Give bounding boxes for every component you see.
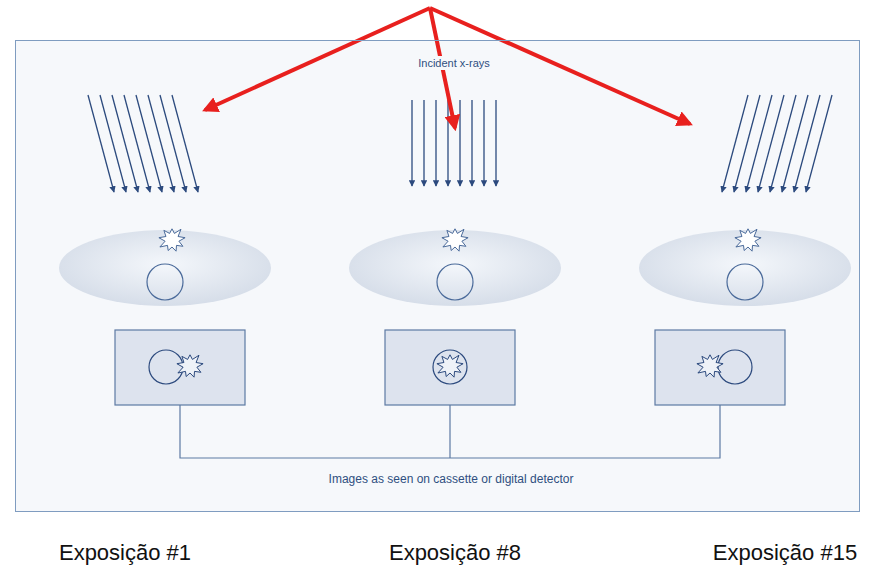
circle-shadow (433, 350, 467, 384)
x-ray-line (435, 100, 436, 186)
panel-caption: Images as seen on cassette or digital de… (326, 471, 577, 487)
figure-panel: Incident x-raysImages as seen on cassett… (15, 40, 860, 512)
inferior-object (147, 264, 183, 300)
x-ray-line (722, 95, 748, 192)
star-shadow (437, 355, 463, 377)
panel-heading: Incident x-rays (415, 56, 493, 70)
superior-object (159, 229, 185, 251)
x-ray-line (483, 100, 484, 186)
exposure-label: Exposição #8 (389, 540, 521, 566)
bracket (180, 405, 720, 458)
exposure-label: Exposição #1 (59, 540, 191, 566)
x-ray-line (758, 95, 784, 192)
pointer-arrow (205, 8, 430, 110)
x-ray-line (136, 95, 162, 192)
detector-image (655, 330, 785, 405)
detector-image (115, 330, 245, 405)
superior-object (735, 229, 761, 251)
x-ray-line (770, 95, 796, 192)
x-ray-line (423, 100, 424, 186)
x-ray-line (160, 95, 186, 192)
x-ray-line (782, 95, 808, 192)
x-ray-line (471, 100, 472, 186)
panel-ground (15, 40, 860, 512)
inferior-object (727, 264, 763, 300)
superior-object (442, 229, 468, 251)
circle-shadow (718, 350, 752, 384)
circle-shadow (149, 350, 183, 384)
x-ray-line (495, 100, 496, 186)
x-ray-line (88, 95, 114, 192)
x-ray-line (411, 100, 412, 186)
x-ray-line (148, 95, 174, 192)
x-ray-line (124, 95, 150, 192)
x-ray-line (112, 95, 138, 192)
x-ray-line (100, 95, 126, 192)
star-shadow (177, 355, 203, 377)
x-ray-line (806, 95, 832, 192)
x-ray-line (794, 95, 820, 192)
detector-image (385, 330, 515, 405)
x-ray-line (172, 95, 198, 192)
star-shadow (697, 355, 723, 377)
x-ray-line (459, 100, 460, 186)
inferior-object (437, 264, 473, 300)
x-ray-line (746, 95, 772, 192)
x-ray-line (734, 95, 760, 192)
exposure-label: Exposição #15 (713, 540, 857, 566)
x-ray-line (447, 100, 448, 186)
